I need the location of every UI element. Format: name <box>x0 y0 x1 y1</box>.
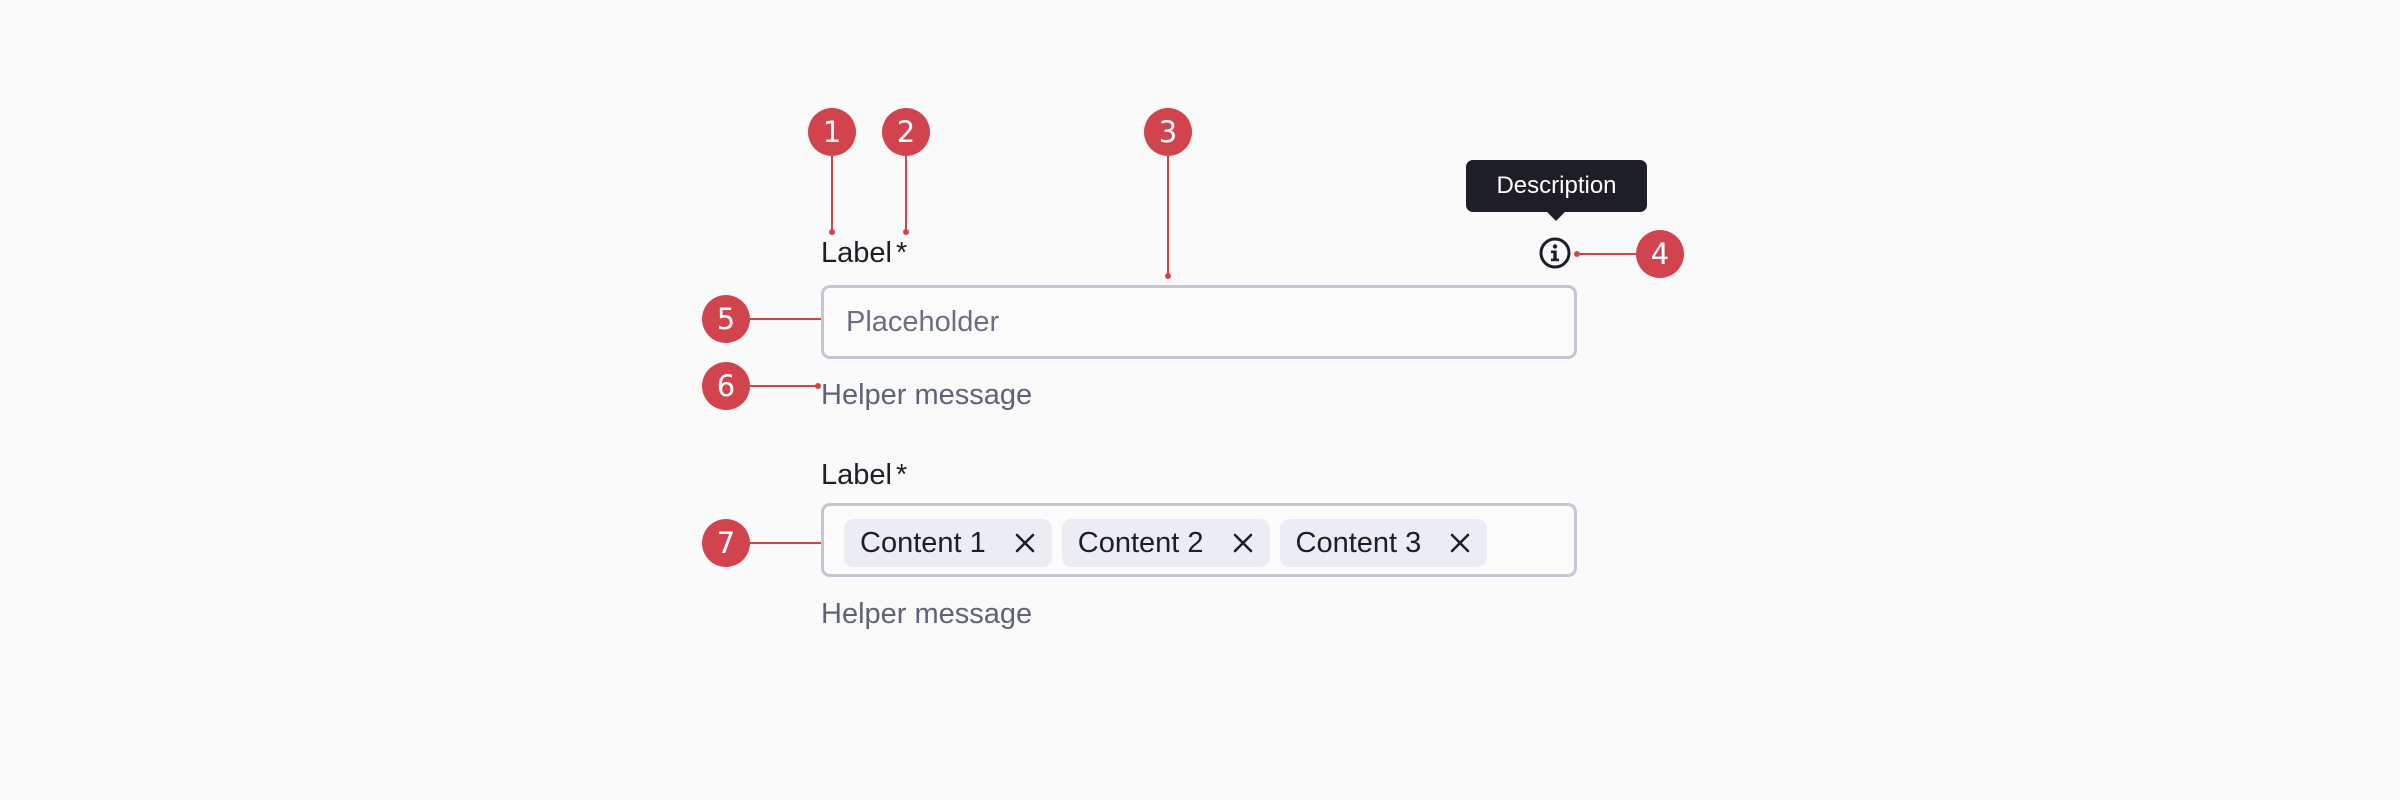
leader-line-3 <box>1167 156 1169 276</box>
annotation-marker-6: 6 <box>702 362 750 410</box>
text-input[interactable]: Placeholder <box>821 285 1577 359</box>
helper-message-2: Helper message <box>821 598 1033 630</box>
chip-content-2[interactable]: Content 2 <box>1061 519 1270 567</box>
field-label-text-2: Label <box>821 459 892 491</box>
leader-line-1 <box>831 156 833 232</box>
leader-dot-4 <box>1574 251 1580 257</box>
chip-label: Content 2 <box>1077 526 1204 559</box>
field-label: Label* <box>821 235 907 271</box>
info-icon[interactable] <box>1538 236 1572 270</box>
leader-line-7 <box>748 542 842 544</box>
close-icon[interactable] <box>1449 532 1471 554</box>
leader-dot-2 <box>903 229 909 235</box>
chip-list: Content 1 Content 2 Content 3 <box>844 519 1488 567</box>
close-icon[interactable] <box>1014 532 1036 554</box>
chip-label: Content 1 <box>860 526 986 559</box>
required-indicator-2: * <box>895 459 908 491</box>
annotation-marker-7: 7 <box>702 519 750 567</box>
annotation-marker-1: 1 <box>808 108 856 156</box>
description-tooltip: Description <box>1466 160 1647 212</box>
tooltip-arrow <box>1546 211 1566 221</box>
leader-line-5 <box>748 318 831 320</box>
annotation-marker-3: 3 <box>1144 108 1192 156</box>
required-indicator: * <box>895 237 908 269</box>
leader-dot-3 <box>1165 273 1171 279</box>
annotation-marker-2: 2 <box>882 108 930 156</box>
leader-dot-1 <box>829 229 835 235</box>
annotation-marker-5: 5 <box>702 295 750 343</box>
chip-label: Content 3 <box>1295 526 1422 559</box>
leader-line-6 <box>748 385 818 387</box>
field-label-2: Label* <box>821 457 907 493</box>
annotation-marker-4: 4 <box>1636 230 1684 278</box>
input-placeholder: Placeholder <box>846 306 1000 338</box>
chip-input[interactable]: Content 1 Content 2 Content 3 <box>821 503 1577 577</box>
leader-line-2 <box>905 156 907 232</box>
leader-line-4 <box>1576 253 1638 255</box>
field-label-text: Label <box>821 237 892 269</box>
leader-dot-6 <box>815 383 821 389</box>
close-icon[interactable] <box>1232 532 1254 554</box>
chip-content-1[interactable]: Content 1 <box>844 519 1052 567</box>
helper-message: Helper message <box>821 379 1033 411</box>
chip-content-3[interactable]: Content 3 <box>1279 519 1488 567</box>
